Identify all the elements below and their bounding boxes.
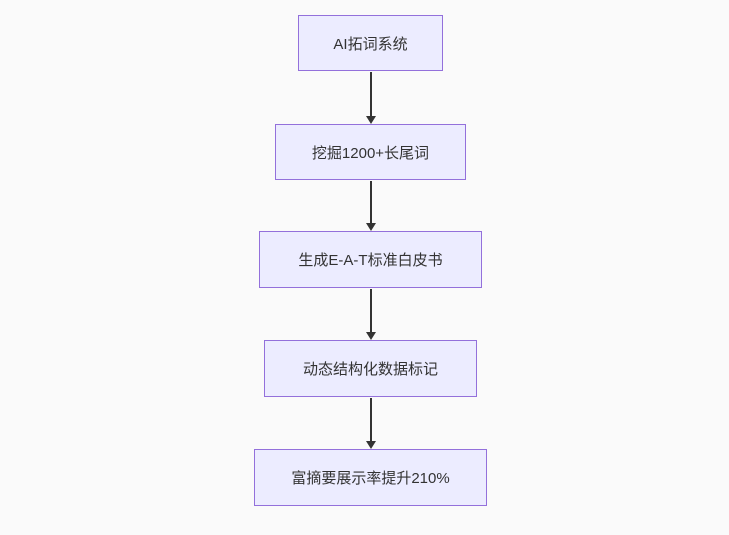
- arrowhead-down-icon: [365, 441, 376, 449]
- arrowhead-down-icon: [365, 223, 376, 231]
- arrow-line: [369, 289, 372, 333]
- arrow-line: [369, 181, 372, 224]
- arrowhead-down-icon: [365, 332, 376, 340]
- arrow-line: [369, 72, 372, 117]
- flow-arrow-3: [365, 289, 376, 340]
- arrowhead-down-icon: [365, 116, 376, 124]
- node-mine-longtail-keywords: 挖掘1200+长尾词: [275, 124, 466, 180]
- node-ai-keyword-expansion-system: AI拓词系统: [298, 15, 443, 71]
- flow-arrow-1: [365, 72, 376, 124]
- node-generate-eat-whitepaper: 生成E-A-T标准白皮书: [259, 231, 482, 288]
- node-rich-snippet-rate-increase: 富摘要展示率提升210%: [254, 449, 487, 506]
- flow-arrow-2: [365, 181, 376, 231]
- node-dynamic-structured-data-markup: 动态结构化数据标记: [264, 340, 477, 397]
- flow-arrow-4: [365, 398, 376, 449]
- arrow-line: [369, 398, 372, 442]
